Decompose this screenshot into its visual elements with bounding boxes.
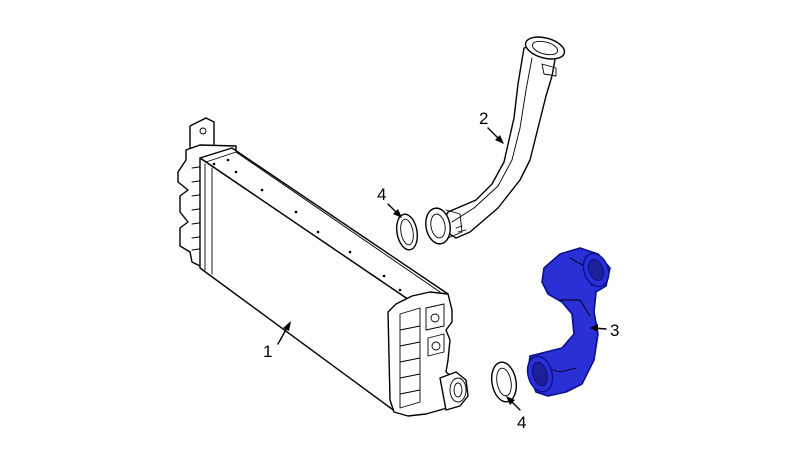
seal-lower-inner [496,367,512,397]
seal-lower-outer [490,361,518,403]
left-tank-ribs [191,165,207,251]
upper-pipe-body [439,43,557,239]
top-face-rail [205,151,441,293]
seal-lower-part[interactable] [489,360,520,404]
seal-upper-inner [400,218,414,246]
callout-label-1: 1 [263,342,272,361]
pipe-clip-top [541,63,557,77]
callout-label-3: 3 [610,321,619,340]
callout-label-4-lower: 4 [517,413,526,432]
lower-hose-body [527,247,611,397]
core-fin-lines [204,163,213,275]
seal-upper-part[interactable] [394,213,420,252]
callout-label-2: 2 [479,109,488,128]
seal-upper-outer [395,213,419,251]
callout-label-4-upper: 4 [377,185,386,204]
upper-pipe-seam [451,57,533,223]
intercooler-part[interactable] [177,117,469,417]
upper-pipe-part[interactable] [423,33,567,246]
upper-pipe-top-flange [524,36,566,60]
lower-hose-part[interactable] [524,247,613,397]
bracket-hole [199,127,207,135]
callout-leaders [277,127,607,411]
right-tank-grid [399,303,445,409]
